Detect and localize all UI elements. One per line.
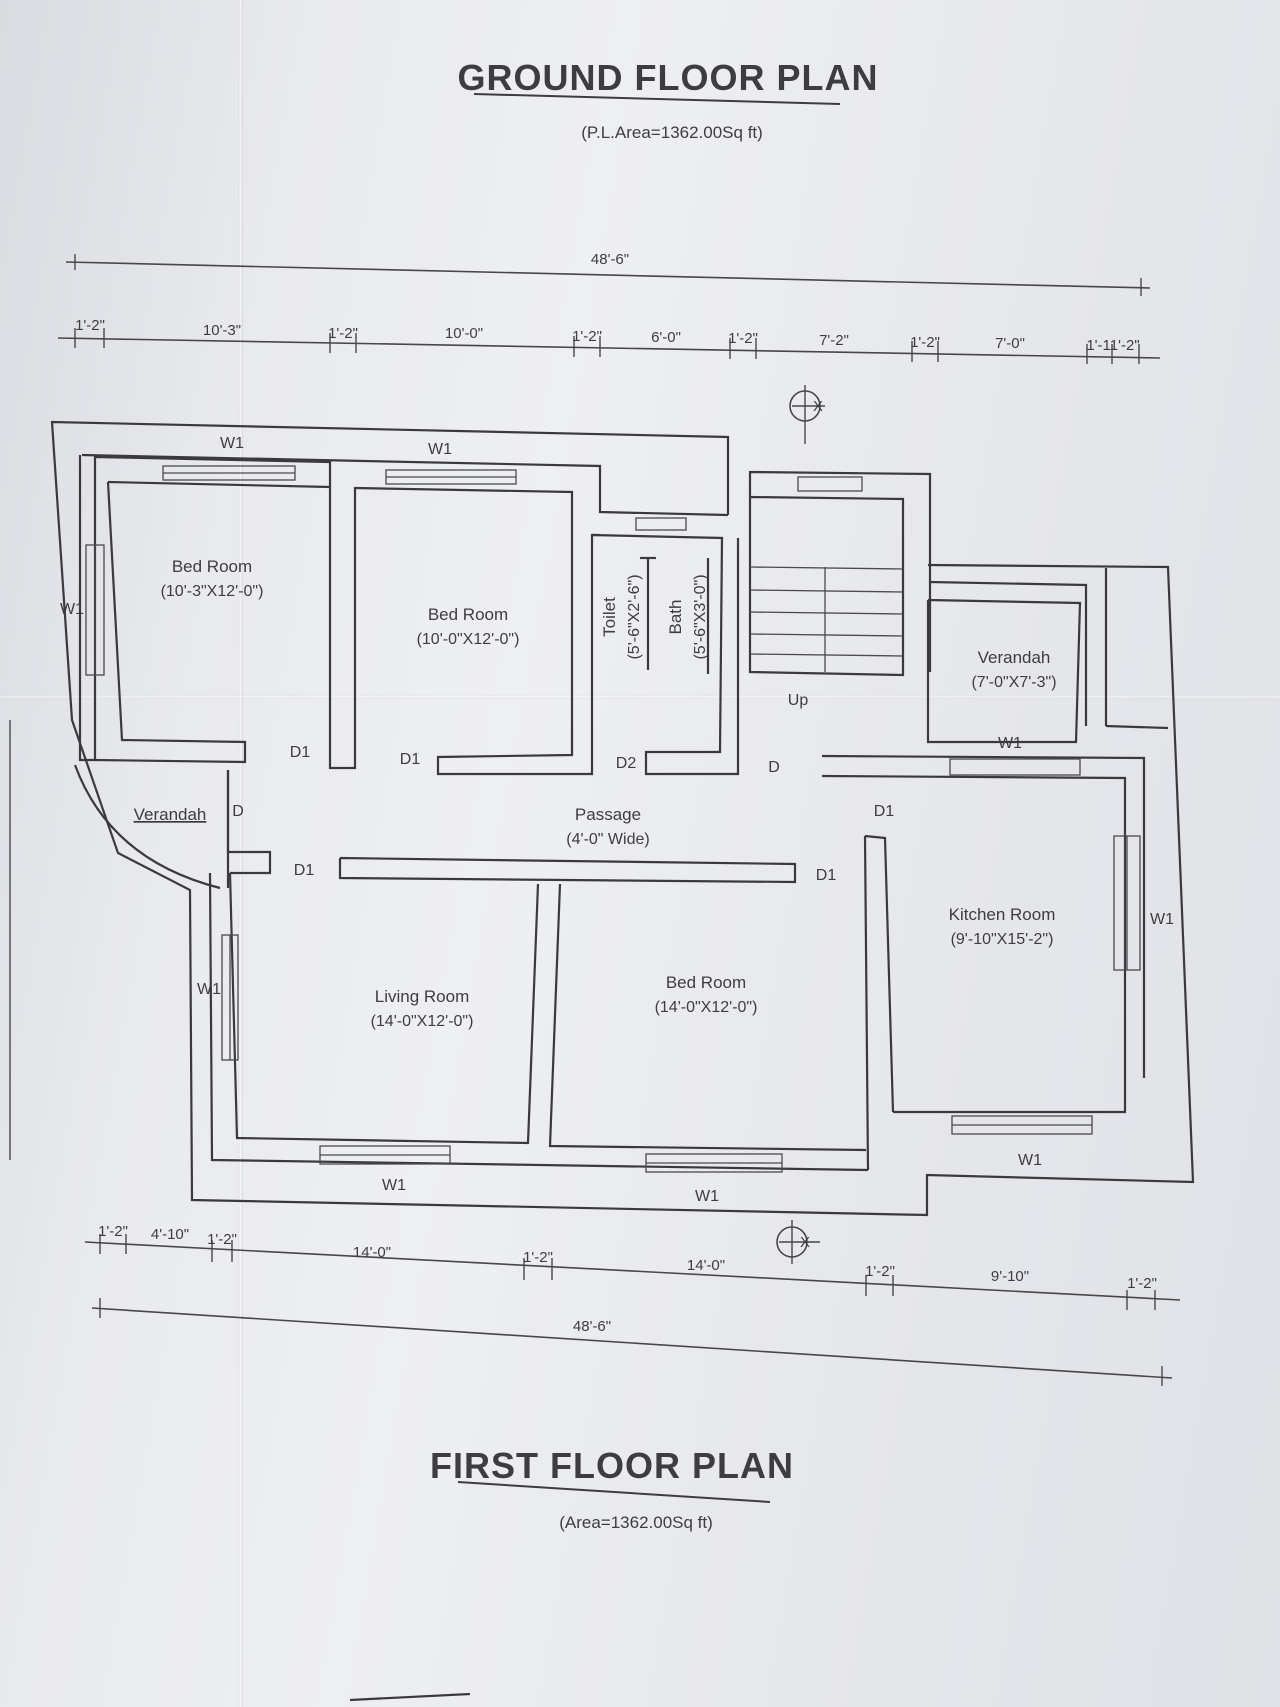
top-dimension-10: 7'-0" xyxy=(995,335,1025,352)
svg-text:(5'-6"X3'-0"): (5'-6"X3'-0") xyxy=(692,574,709,659)
bottom-dimension-1: 1'-2" xyxy=(98,1223,128,1240)
paper-fold xyxy=(238,0,243,1707)
room-name-verandah-left: Verandah xyxy=(134,805,207,824)
plan-walls xyxy=(50,420,1195,1217)
svg-text:X: X xyxy=(800,1234,810,1251)
top-overall-dimension-line xyxy=(65,261,1151,289)
window-tag: W1 xyxy=(1150,911,1174,928)
svg-text:X: X xyxy=(813,398,823,415)
room-size-bed-room-1: (10'-3"X12'-0") xyxy=(161,583,264,600)
bottom-dimension-3: 1'-2" xyxy=(207,1231,237,1248)
bottom-segment-dimension-line xyxy=(84,1241,1181,1301)
bottom-segment-ticks xyxy=(99,1234,1156,1310)
top-dimension-3: 1'-2" xyxy=(328,325,358,342)
partial-drawing-edge xyxy=(349,1692,471,1702)
window-tag: W1 xyxy=(197,981,221,998)
room-size-kitchen: (9'-10"X15'-2") xyxy=(951,931,1054,948)
stair-up-label: Up xyxy=(788,692,809,709)
room-name-bed-room-3: Bed Room xyxy=(666,973,746,992)
room-name-kitchen: Kitchen Room xyxy=(949,905,1056,924)
door-tag: D xyxy=(232,803,244,820)
top-dimension-11: 1'-11'-2" xyxy=(1086,337,1139,354)
top-dimension-8: 7'-2" xyxy=(819,332,849,349)
top-overall-dimension: 48'-6" xyxy=(591,251,629,268)
ground-floor-area: (P.L.Area=1362.00Sq ft) xyxy=(581,123,763,142)
top-dimension-6: 6'-0" xyxy=(651,329,681,346)
bottom-dimension-4: 14'-0" xyxy=(353,1244,391,1261)
top-dimension-2: 10'-3" xyxy=(203,322,241,339)
svg-text:Bath: Bath xyxy=(666,600,685,635)
opening-tags: W1 W1 W1 D1 D1 D2 D W1 D D1 D1 D1 W1 W1 … xyxy=(60,435,1174,1205)
door-tag: D1 xyxy=(816,867,837,884)
room-size-verandah-right: (7'-0"X7'-3") xyxy=(971,674,1056,691)
top-dimension-1: 1'-2" xyxy=(75,317,105,334)
top-segment-ticks xyxy=(74,328,1140,364)
window-tag: W1 xyxy=(382,1177,406,1194)
room-name-bed-room-2: Bed Room xyxy=(428,605,508,624)
paper-fold xyxy=(0,695,1280,699)
bottom-dimension-2: 4'-10" xyxy=(151,1226,189,1243)
room-name-passage: Passage xyxy=(575,805,641,824)
top-dimension-5: 1'-2" xyxy=(572,328,602,345)
window-tag: W1 xyxy=(220,435,244,452)
door-tag: D1 xyxy=(874,803,895,820)
section-marker-top: X xyxy=(789,385,825,444)
top-dimension-4: 10'-0" xyxy=(445,325,483,342)
door-tag: D xyxy=(768,759,780,776)
room-size-bed-room-3: (14'-0"X12'-0") xyxy=(655,999,758,1016)
top-dimension-9: 1'-2" xyxy=(910,334,940,351)
bottom-dimension-6: 14'-0" xyxy=(687,1257,725,1274)
bottom-dimension-8: 9'-10" xyxy=(991,1268,1029,1285)
svg-text:Toilet: Toilet xyxy=(600,597,619,637)
window-tag: W1 xyxy=(1018,1152,1042,1169)
room-label-bath: Bath (5'-6"X3'-0") xyxy=(666,574,709,659)
room-name-bed-room-1: Bed Room xyxy=(172,557,252,576)
first-floor-title: FIRST FLOOR PLAN xyxy=(430,1445,794,1486)
title-underline xyxy=(457,1481,771,1503)
window-tag: W1 xyxy=(428,441,452,458)
room-name-living: Living Room xyxy=(375,987,470,1006)
bottom-dimension-5: 1'-2" xyxy=(523,1249,553,1266)
ground-floor-title: GROUND FLOOR PLAN xyxy=(458,57,879,98)
door-tag: D1 xyxy=(294,862,315,879)
bottom-overall-dimension: 48'-6" xyxy=(573,1318,611,1335)
door-tag: D1 xyxy=(400,751,421,768)
room-size-passage: (4'-0" Wide) xyxy=(566,831,649,848)
room-name-verandah-right: Verandah xyxy=(978,648,1051,667)
bottom-overall-dimension-line xyxy=(91,1307,1173,1379)
first-floor-area: (Area=1362.00Sq ft) xyxy=(559,1513,713,1532)
window-tag: W1 xyxy=(60,601,84,618)
plan-windows xyxy=(85,465,1141,1173)
window-tag: W1 xyxy=(998,735,1022,752)
top-segment-dimension-line xyxy=(57,337,1161,359)
title-underline xyxy=(473,93,841,105)
bottom-dimension-9: 1'-2" xyxy=(1127,1275,1157,1292)
top-dimension-7: 1'-2" xyxy=(728,330,758,347)
window-tag: W1 xyxy=(695,1188,719,1205)
room-size-bed-room-2: (10'-0"X12'-0") xyxy=(417,631,520,648)
room-size-living: (14'-0"X12'-0") xyxy=(371,1013,474,1030)
bottom-dimension-7: 1'-2" xyxy=(865,1263,895,1280)
door-tag: D2 xyxy=(616,755,637,772)
section-marker-bottom: X xyxy=(776,1220,820,1264)
svg-text:(5'-6"X2'-6"): (5'-6"X2'-6") xyxy=(626,574,643,659)
room-label-toilet: Toilet (5'-6"X2'-6") xyxy=(600,574,643,659)
door-tag: D1 xyxy=(290,744,311,761)
